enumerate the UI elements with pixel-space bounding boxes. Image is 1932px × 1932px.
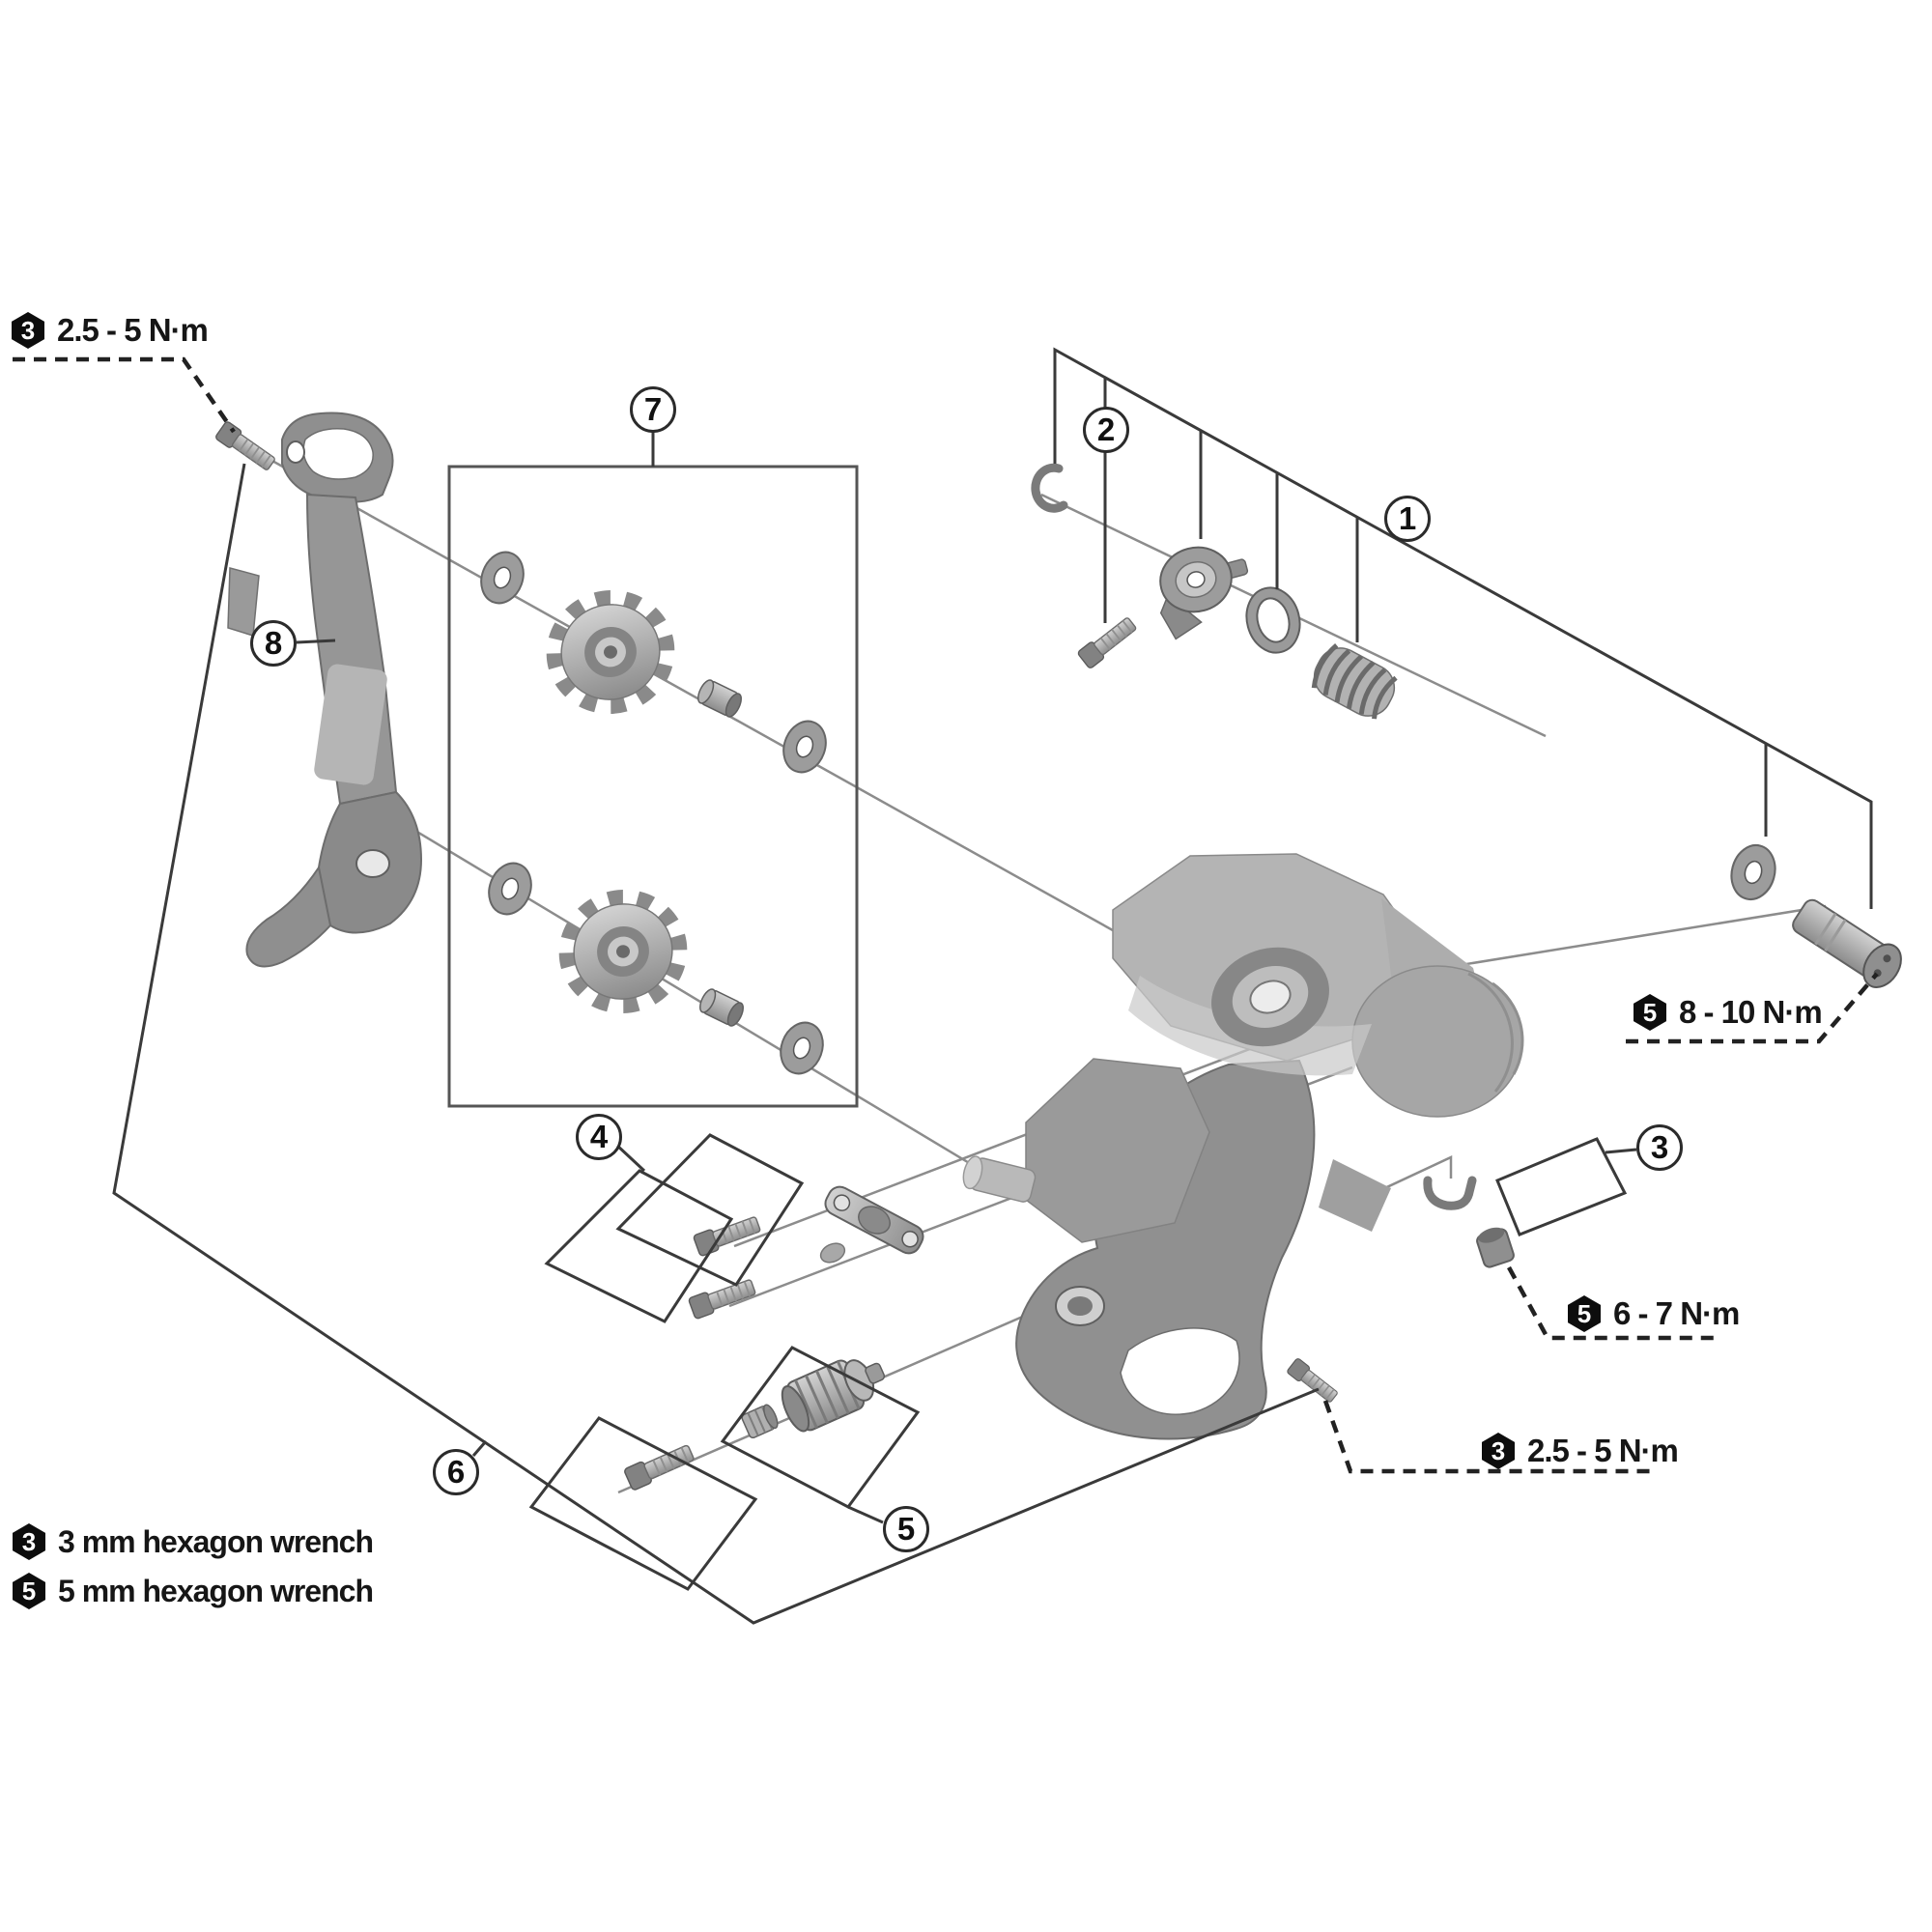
callout-4: 4: [576, 1114, 622, 1160]
bracket-part4b: [544, 1169, 734, 1323]
pulley-bushing-1: [694, 676, 746, 721]
legend-row-5mm: 5 5 mm hexagon wrench: [13, 1572, 374, 1610]
body-pivot: [1211, 947, 1329, 1047]
mount-washer: [1724, 838, 1782, 906]
leader-part5: [847, 1505, 884, 1524]
torque-value: 2.5 - 5 N·m: [57, 312, 209, 348]
end-cap: [1476, 1227, 1515, 1268]
stopper-group: [1423, 1176, 1515, 1268]
stopper-clip: [1031, 463, 1068, 513]
bracket-axle-unit-parts: [1031, 463, 1398, 720]
leader-part4: [614, 1143, 646, 1173]
bracket-part1-drops: [1103, 378, 1768, 837]
hex-wrench-3-icon: 3: [1482, 1433, 1515, 1469]
pulley-bushing-2: [696, 985, 748, 1030]
cable-fixing-bolt-1: [692, 1212, 763, 1258]
callout-5: 5: [883, 1506, 929, 1552]
hex-wrench-5-icon: 5: [13, 1573, 45, 1609]
leader-part3: [1605, 1148, 1637, 1154]
bracket-part5b: [528, 1416, 758, 1591]
hex-wrench-5-icon: 5: [1634, 994, 1666, 1031]
cable-fixing-plate: [824, 1185, 924, 1255]
torque-label-top-left: 3 2.5 - 5 N·m: [12, 311, 209, 350]
derailleur-body: [962, 853, 1524, 1243]
hex-wrench-3-icon: 3: [13, 1523, 45, 1560]
callout-2: 2: [1083, 407, 1129, 453]
bracket-part4a: [615, 1133, 805, 1287]
leader-part6: [471, 1440, 488, 1457]
dashed-bottom-right: [1322, 1400, 1654, 1474]
pulley-group: [473, 545, 834, 1081]
o-ring: [1245, 586, 1301, 654]
callout-3: 3: [1636, 1124, 1683, 1171]
cable-adjusting-barrel: [781, 1359, 886, 1433]
plate-bolt: [213, 419, 278, 474]
callout-6: 6: [433, 1449, 479, 1495]
callout-8: 8: [250, 620, 297, 667]
dashed-mid-right: [1507, 1265, 1719, 1341]
callout-1: 1: [1384, 496, 1431, 542]
torque-value: 2.5 - 5 N·m: [1527, 1433, 1679, 1468]
legend-label: 3 mm hexagon wrench: [58, 1523, 374, 1559]
dashed-top-left: [13, 356, 236, 434]
tension-spring: [1311, 643, 1398, 720]
dashed-right: [1626, 972, 1879, 1044]
torque-label-mid-right: 5 6 - 7 N·m: [1568, 1294, 1740, 1333]
hex-wrench-3-icon: 3: [12, 312, 44, 349]
bracket-axle-mount: [1159, 546, 1249, 640]
pulley-washer-4: [773, 1015, 831, 1081]
bracket-part3: [1495, 1137, 1628, 1236]
stopper-plate: [1423, 1176, 1477, 1210]
bracket-part1: [1053, 347, 1873, 909]
adjuster-nut: [741, 1404, 779, 1439]
cable-fixing-group: [687, 1185, 924, 1321]
legend-label: 5 mm hexagon wrench: [58, 1573, 374, 1608]
bracket-part6: [112, 463, 1320, 1625]
callout-brackets: [112, 347, 1873, 1625]
upper-jockey-wheel: [542, 584, 679, 719]
b-axle-mounting-bolt: [1792, 898, 1902, 988]
pulley-washer-3: [481, 856, 539, 922]
torque-leader-lines: [13, 356, 1879, 1474]
cable-fixing-bolt-2: [687, 1275, 758, 1321]
barrel-adjuster-group: [622, 1359, 886, 1492]
leader-part8: [296, 639, 336, 644]
outer-cage-plate: [227, 412, 423, 968]
torque-value: 8 - 10 N·m: [1679, 994, 1823, 1030]
axle-bolt: [1076, 613, 1140, 670]
callout-7: 7: [630, 386, 676, 433]
torque-label-bottom-right: 3 2.5 - 5 N·m: [1482, 1432, 1679, 1470]
hex-wrench-5-icon: 5: [1568, 1295, 1601, 1332]
torque-value: 6 - 7 N·m: [1613, 1295, 1740, 1331]
torque-label-right: 5 8 - 10 N·m: [1634, 993, 1823, 1032]
legend-row-3mm: 3 3 mm hexagon wrench: [13, 1522, 374, 1561]
lower-jockey-wheel: [554, 884, 692, 1018]
